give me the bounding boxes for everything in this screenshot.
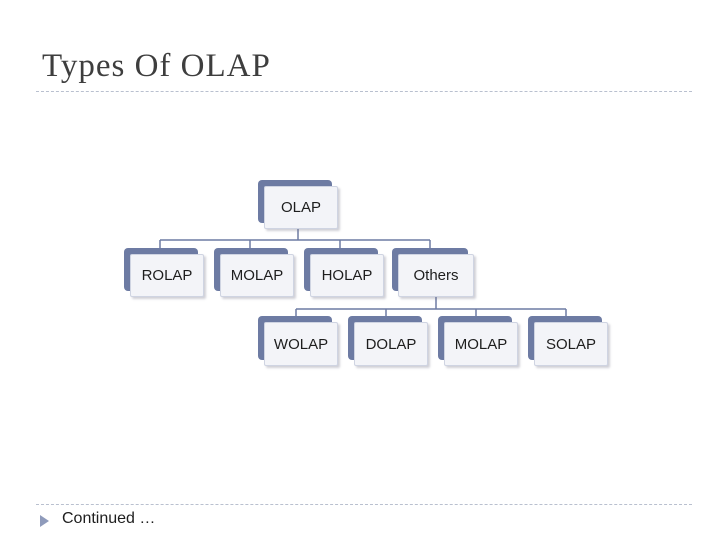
node-label: MOLAP bbox=[444, 322, 518, 366]
node-label: OLAP bbox=[264, 186, 338, 229]
node-molap-2: MOLAP bbox=[438, 316, 518, 366]
node-label: SOLAP bbox=[534, 322, 608, 366]
node-rolap: ROLAP bbox=[124, 248, 204, 297]
node-label: ROLAP bbox=[130, 254, 204, 297]
node-holap: HOLAP bbox=[304, 248, 384, 297]
footer-bullet-text: Continued … bbox=[62, 510, 156, 527]
node-label: HOLAP bbox=[310, 254, 384, 297]
node-label: MOLAP bbox=[220, 254, 294, 297]
title-divider bbox=[36, 91, 692, 92]
node-solap: SOLAP bbox=[528, 316, 608, 366]
node-label: WOLAP bbox=[264, 322, 338, 366]
node-label: Others bbox=[398, 254, 474, 297]
node-label: DOLAP bbox=[354, 322, 428, 366]
node-wolap: WOLAP bbox=[258, 316, 338, 366]
footer-divider bbox=[36, 504, 692, 505]
node-olap: OLAP bbox=[258, 180, 338, 229]
node-dolap: DOLAP bbox=[348, 316, 428, 366]
node-molap: MOLAP bbox=[214, 248, 294, 297]
bullet-triangle-icon bbox=[40, 515, 49, 527]
node-others: Others bbox=[392, 248, 474, 297]
slide-title: Types Of OLAP bbox=[42, 48, 271, 84]
